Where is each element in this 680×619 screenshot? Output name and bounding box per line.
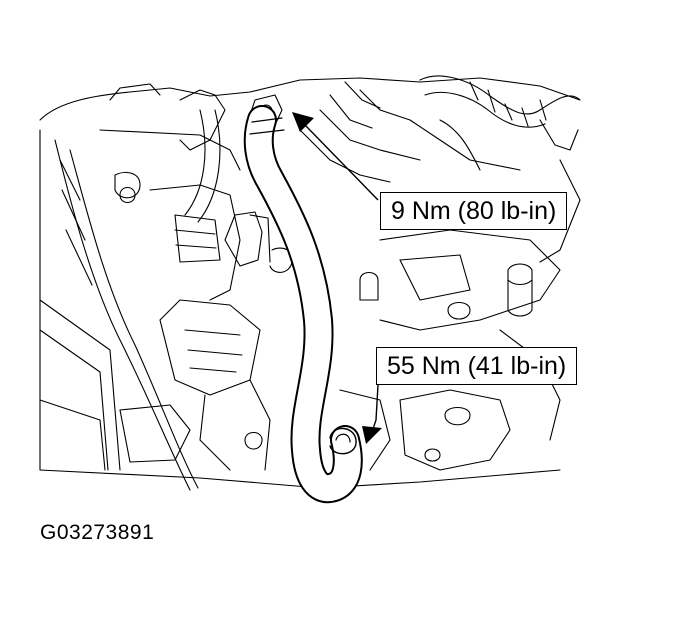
upper-torque-callout: 9 Nm (80 lb-in) xyxy=(380,192,568,230)
lower-right-components xyxy=(339,229,561,471)
wiring-harness xyxy=(299,75,581,263)
upper-arrowhead xyxy=(292,112,314,132)
lower-torque-callout: 55 Nm (41 lb-in) xyxy=(376,347,578,385)
torque-arrows xyxy=(292,112,382,444)
lower-arrowhead xyxy=(362,426,382,444)
upper-arrow xyxy=(304,124,379,201)
coolant-hose xyxy=(243,105,363,504)
figure-id-label: G03273891 xyxy=(40,521,155,544)
engine-outline xyxy=(39,77,581,491)
lower-arrow xyxy=(371,384,379,433)
